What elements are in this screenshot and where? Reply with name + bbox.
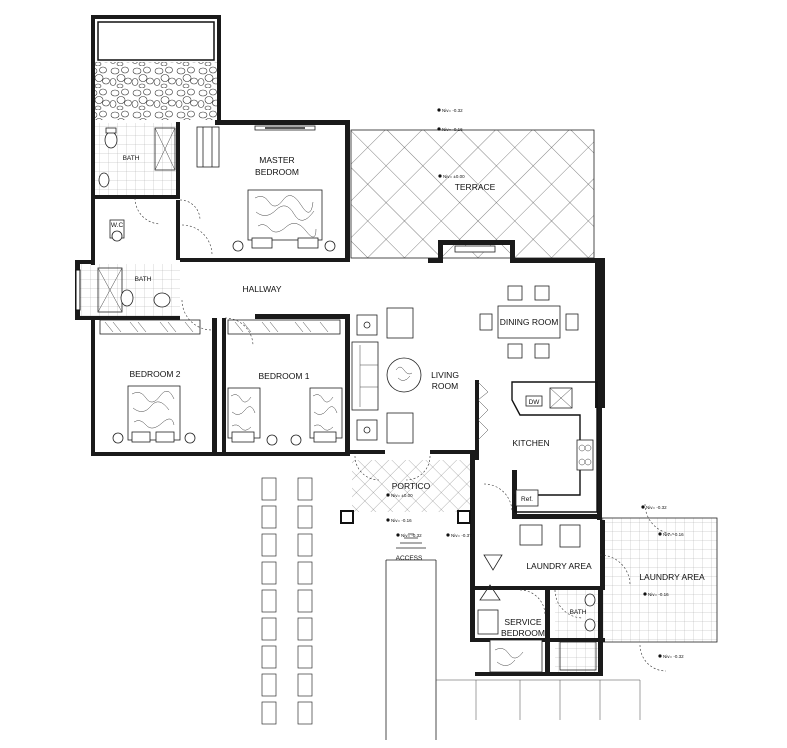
room-label-laundry-indoor: LAUNDRY AREA [526,561,592,571]
room-label-bedroom2: BEDROOM 2 [129,369,180,379]
room-label-living-2: ROOM [432,381,458,391]
room-label-master-2: BEDROOM [255,167,299,177]
level-terrace-2: Niv= -0.16 [442,127,463,132]
living-furniture [351,307,422,444]
level-portico-3: Niv= -0.32 [401,533,422,538]
level-portico-4: Niv= -0.37 [451,533,472,538]
level-portico-2: Niv= -0.16 [391,518,412,523]
portico-floor [352,460,470,512]
level-markers [386,108,662,658]
windows [75,125,496,311]
level-portico-1: Niv= ±0.00 [391,493,413,498]
level-laundry-4: Niv= -0.32 [663,654,684,659]
level-laundry-1: Niv= -0.32 [646,505,667,510]
room-label-terrace: TERRACE [455,182,496,192]
room-label-kitchen: KITCHEN [512,438,549,448]
access-walkway [385,533,641,740]
room-label-hallway: HALLWAY [242,284,281,294]
level-terrace-1: Niv= -0.32 [442,108,463,113]
master-bed [232,189,336,252]
level-laundry-2: Niv= -0.16 [663,532,684,537]
room-label-bath-mid: BATH [135,276,152,283]
room-label-laundry-outdoor: LAUNDRY AREA [639,572,705,582]
bath-mid-tile [80,264,180,316]
wardrobes [99,319,341,335]
level-terrace-3: Niv= ±0.00 [443,174,465,179]
terrace-floor [350,129,595,259]
bedroom1-beds [227,387,343,446]
access-label: ACCESS [396,555,423,562]
room-label-bath-service: BATH [570,609,587,616]
bath-fixtures [97,127,176,313]
stepping-stones [261,477,313,725]
room-label-living-1: LIVING [431,370,459,380]
appliance-label-ref: Ref. [521,496,533,503]
level-laundry-3: Niv= -0.16 [648,592,669,597]
pebble-garden [91,15,221,123]
laundry-fixtures [477,524,597,673]
room-label-bath-top: BATH [123,155,140,162]
room-label-master-1: MASTER [259,155,294,165]
doors [134,197,676,672]
portico-column-right [457,510,471,524]
dining-set [479,285,579,359]
room-label-dining: DINING ROOM [500,317,559,327]
room-label-portico: PORTICO [392,481,431,491]
room-label-bedroom1: BEDROOM 1 [258,371,309,381]
portico-column-left [340,510,354,524]
kitchen-counters [477,381,598,513]
room-label-service-2: BEDROOM [501,628,545,638]
bedroom2-bed [112,385,196,444]
laundry-outdoor-floor [601,517,718,643]
room-label-service-1: SERVICE [504,617,541,627]
appliance-label-dw: DW [529,399,541,406]
room-label-wc: W.C [111,222,124,229]
